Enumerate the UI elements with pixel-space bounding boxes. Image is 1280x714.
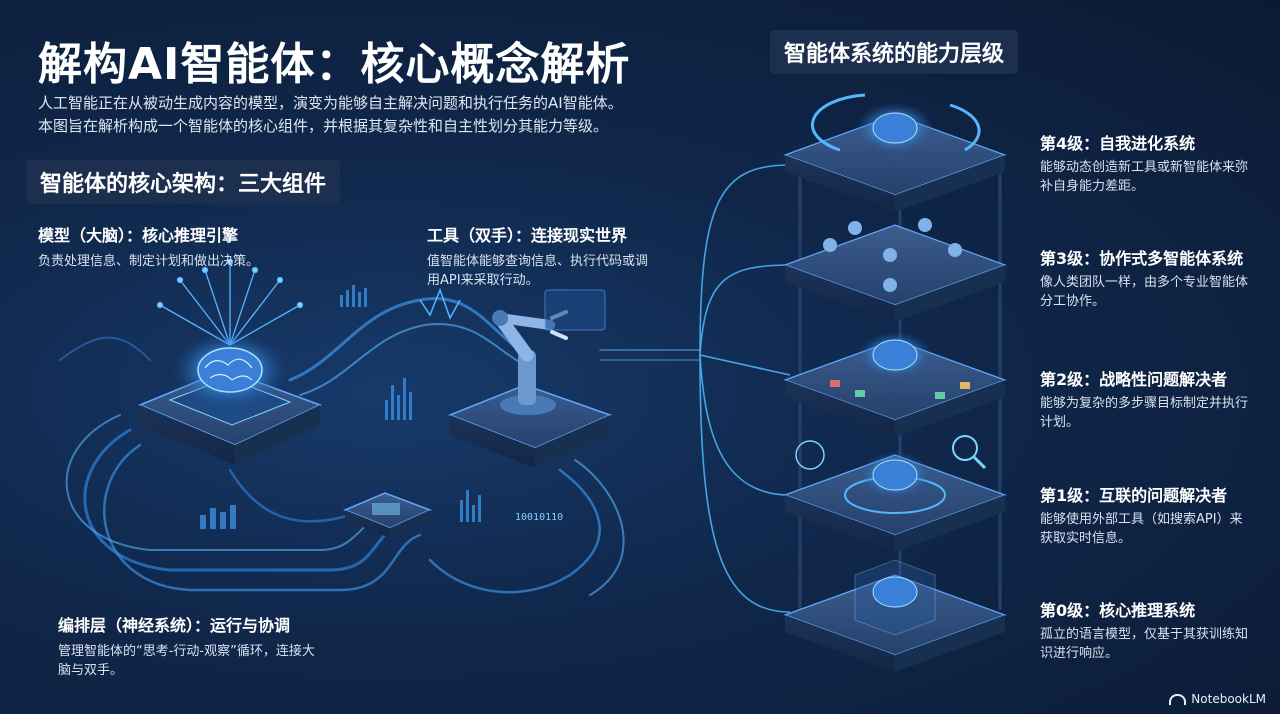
intro-text: 人工智能正在从被动生成内容的模型，演变为能够自主解决问题和执行任务的AI智能体。…: [38, 92, 678, 138]
level-0: 第0级：核心推理系统 孤立的语言模型，仅基于其获训练知识进行响应。: [1040, 597, 1255, 663]
platform-level-2: [783, 331, 1007, 437]
component-orchestration: 编排层（神经系统）：运行与协调 管理智能体的“思考-行动-观察”循环，连接大脑与…: [58, 612, 318, 680]
platform-level-0: [783, 559, 1007, 672]
component-model-desc: 负责处理信息、制定计划和做出决策。: [38, 254, 260, 269]
intro-line-1: 人工智能正在从被动生成内容的模型，演变为能够自主解决问题和执行任务的AI智能体。: [38, 94, 623, 112]
level-2: 第2级：战略性问题解决者 能够为复杂的多步骤目标制定并执行计划。: [1040, 366, 1255, 432]
level-3: 第3级：协作式多智能体系统 像人类团队一样，由多个专业智能体分工协作。: [1040, 245, 1255, 311]
platform-level-3: [783, 218, 1007, 322]
component-model-title: 模型（大脑）：核心推理引擎: [38, 226, 239, 245]
orchestration-chip: [343, 492, 432, 538]
intro-line-2: 本图旨在解析构成一个智能体的核心组件，并根据其复杂性和自主性划分其能力等级。: [38, 117, 609, 135]
levels-heading: 智能体系统的能力层级: [770, 30, 1019, 74]
brand-logo-text: NotebookLM: [1191, 692, 1266, 706]
architecture-heading: 智能体的核心架构：三大组件: [26, 160, 341, 204]
component-orchestration-title: 编排层（神经系统）：运行与协调: [58, 616, 291, 635]
level-0-title: 第0级：核心推理系统: [1040, 601, 1196, 620]
level-0-desc: 孤立的语言模型，仅基于其获训练知识进行响应。: [1040, 627, 1249, 661]
component-orchestration-desc: 管理智能体的“思考-行动-观察”循环，连接大脑与双手。: [58, 644, 315, 678]
level-1-title: 第1级：互联的问题解决者: [1040, 486, 1228, 505]
tower-connectors: [699, 164, 791, 613]
tool-robot-arm: [447, 289, 613, 468]
component-tools-title: 工具（双手）：连接现实世界: [427, 226, 628, 245]
level-3-title: 第3级：协作式多智能体系统: [1040, 249, 1244, 268]
level-4-title: 第4级：自我进化系统: [1040, 134, 1196, 153]
component-tools-desc: 值智能体能够查询信息、执行代码或调用API来采取行动。: [427, 254, 649, 288]
model-brain-chip: [138, 332, 322, 465]
brand-logo: NotebookLM: [1169, 692, 1266, 706]
wave-line: [419, 287, 461, 320]
component-model: 模型（大脑）：核心推理引擎 负责处理信息、制定计划和做出决策。: [38, 222, 288, 271]
level-2-desc: 能够为复杂的多步骤目标制定并执行计划。: [1040, 396, 1249, 430]
page-title: 解构AI智能体：核心概念解析: [38, 39, 631, 90]
component-tools: 工具（双手）：连接现实世界 值智能体能够查询信息、执行代码或调用API来采取行动…: [427, 222, 652, 290]
level-4-desc: 能够动态创造新工具或新智能体来弥补自身能力差距。: [1040, 160, 1249, 194]
level-1: 第1级：互联的问题解决者 能够使用外部工具（如搜索API）来获取实时信息。: [1040, 482, 1255, 548]
chip-code-label: 10010110: [515, 512, 564, 523]
level-2-title: 第2级：战略性问题解决者: [1040, 370, 1228, 389]
platform-level-4: [783, 93, 1007, 212]
level-4: 第4级：自我进化系统 能够动态创造新工具或新智能体来弥补自身能力差距。: [1040, 130, 1255, 196]
circuit-wires: [59, 297, 701, 596]
level-1-desc: 能够使用外部工具（如搜索API）来获取实时信息。: [1040, 512, 1243, 546]
notebook-icon: [1169, 693, 1187, 705]
data-bars: [200, 285, 481, 529]
level-tower: [783, 93, 1007, 672]
platform-level-1: [783, 435, 1007, 552]
level-3-desc: 像人类团队一样，由多个专业智能体分工协作。: [1040, 275, 1249, 309]
